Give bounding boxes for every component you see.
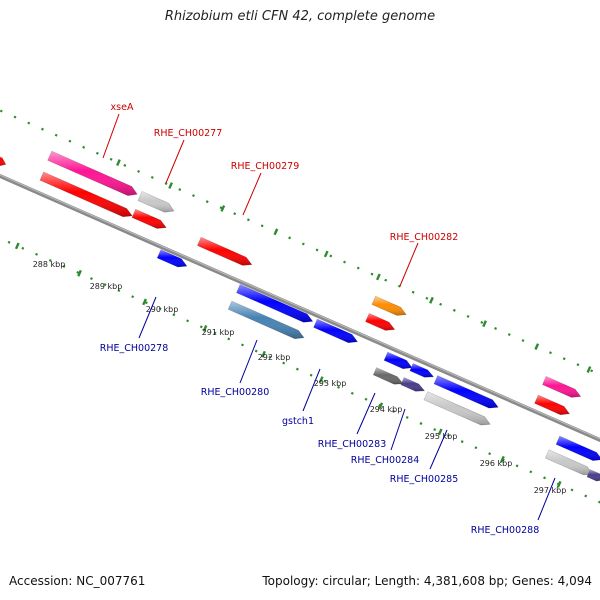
- gene-feature-f20[interactable]: [555, 435, 600, 461]
- gene-label[interactable]: RHE_CH00280: [201, 387, 270, 398]
- gene-feature-f15[interactable]: [400, 377, 426, 392]
- gene-label[interactable]: RHE_CH00284: [351, 455, 420, 466]
- gene-feature-f18[interactable]: [542, 376, 582, 398]
- scale-tick-label: 289 kbp: [90, 282, 123, 291]
- gene-label[interactable]: RHE_CH00285: [390, 474, 459, 485]
- gene-label[interactable]: RHE_CH00288: [471, 525, 540, 536]
- gene-feature-f6[interactable]: [156, 249, 188, 268]
- gene-feature-f4[interactable]: [131, 208, 167, 229]
- scale-tick-label: 290 kbp: [146, 305, 179, 314]
- gene-feature-f1[interactable]: [47, 150, 138, 196]
- gene-label[interactable]: RHE_CH00279: [231, 161, 300, 172]
- gene-feature-f13[interactable]: [409, 363, 435, 378]
- gene-labels: xseA RHE_CH00277RHE_CH00279RHE_CH00282RHE…: [100, 102, 556, 536]
- gene-feature-f0[interactable]: [0, 153, 7, 167]
- scale-tick-label: 295 kbp: [425, 432, 458, 441]
- map-title: Rhizobium etli CFN 42, complete genome: [164, 9, 436, 24]
- gene-feature-f12[interactable]: [383, 351, 413, 370]
- gene-feature-f11[interactable]: [365, 313, 396, 331]
- gene-label[interactable]: RHE_CH00283: [318, 439, 387, 450]
- gene-feature-f7[interactable]: [236, 284, 314, 323]
- gene-feature-f5[interactable]: [197, 236, 253, 266]
- gene-features: [0, 150, 600, 482]
- gene-label[interactable]: xseA: [111, 102, 134, 113]
- gene-label[interactable]: RHE_CH00277: [154, 128, 223, 139]
- gene-feature-f17[interactable]: [423, 391, 491, 426]
- gene-feature-f9[interactable]: [313, 318, 359, 344]
- accession-text: Accession: NC_007761: [9, 574, 146, 588]
- gene-feature-f10[interactable]: [371, 295, 407, 316]
- genome-backbone: [0, 173, 600, 443]
- scale-tick-label: 296 kbp: [480, 459, 513, 468]
- gene-feature-f22[interactable]: [586, 469, 600, 482]
- gene-feature-f2[interactable]: [137, 191, 175, 213]
- scale-tick-label: 293 kbp: [314, 379, 347, 388]
- gene-label[interactable]: gstch1: [282, 416, 314, 427]
- gene-label[interactable]: RHE_CH00282: [390, 232, 459, 243]
- gene-feature-f19[interactable]: [534, 394, 571, 416]
- scale-tick-label: 294 kbp: [370, 405, 403, 414]
- gene-feature-f8[interactable]: [227, 300, 305, 340]
- gene-label[interactable]: RHE_CH00278: [100, 343, 169, 354]
- gene-feature-f3[interactable]: [39, 171, 133, 218]
- scale-tick-label: 288 kbp: [33, 260, 66, 269]
- scale-tick-label: 291 kbp: [202, 328, 235, 337]
- gene-feature-f14[interactable]: [372, 367, 404, 385]
- scale-tick-label: 292 kbp: [258, 353, 291, 362]
- topology-text: Topology: circular; Length: 4,381,608 bp…: [262, 574, 592, 588]
- gene-feature-f16[interactable]: [433, 375, 499, 409]
